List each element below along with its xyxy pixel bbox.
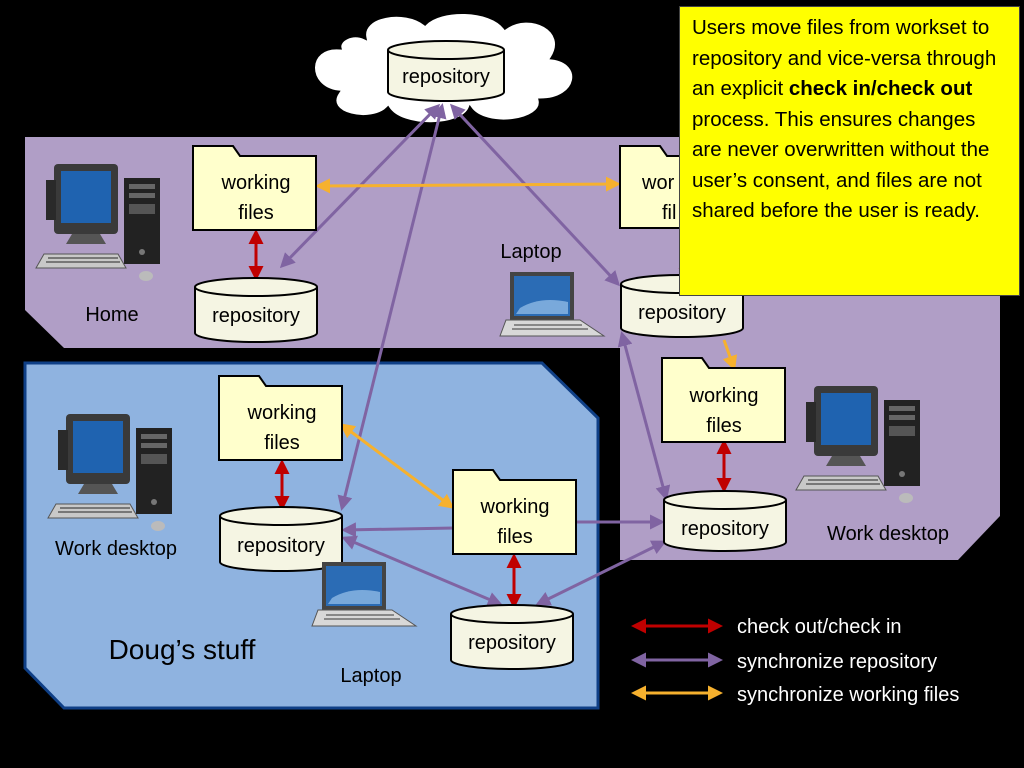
dougs-center-working-files-folder[interactable]: working files <box>452 469 577 555</box>
home-working-files-folder[interactable]: working files <box>192 145 317 231</box>
home-label: Home <box>85 304 138 326</box>
work-desktop-working-files-folder[interactable]: working files <box>661 357 786 443</box>
legend-label-sync-repo: synchronize repository <box>737 651 937 673</box>
work-desktop-repository[interactable]: repository <box>663 490 787 552</box>
dougs-desktop-computer-icon <box>47 413 173 532</box>
folder-label-line2: files <box>238 202 274 224</box>
purple-arrows <box>279 103 671 607</box>
legend-label-checkout: check out/check in <box>737 616 902 638</box>
legend-label-sync-files: synchronize working files <box>737 684 959 706</box>
dougs-stuff-title: Doug’s stuff <box>109 634 256 665</box>
callout-text-before: Users move files from workset to reposit… <box>692 16 997 100</box>
top-laptop-label: Laptop <box>500 241 561 263</box>
folder-label-line2: files <box>706 415 742 437</box>
legend: check out/check in synchronize repositor… <box>631 616 959 706</box>
dougs-desktop-working-files-folder[interactable]: working files <box>218 375 343 461</box>
folder-label-line1: wor <box>641 172 675 194</box>
dougs-desktop-repository[interactable]: repository <box>219 506 343 572</box>
folder-label-line2: files <box>497 526 533 548</box>
home-repository[interactable]: repository <box>194 277 318 343</box>
dougs-laptop-repository-label: repository <box>468 632 556 654</box>
callout-note: Users move files from workset to reposit… <box>679 6 1020 296</box>
home-repository-label: repository <box>212 305 300 327</box>
folder-label-line1: working <box>480 496 550 518</box>
dougs-desktop-repository-label: repository <box>237 535 325 557</box>
folder-label-line1: working <box>247 402 317 424</box>
folder-label-line2: fil <box>662 202 676 224</box>
folder-label-line1: working <box>221 172 291 194</box>
callout-text-after: process. This ensures changes are never … <box>692 107 990 223</box>
dougs-laptop-label: Laptop <box>340 665 401 687</box>
folder-label-line1: working <box>689 385 759 407</box>
work-desktop-repository-label: repository <box>681 518 769 540</box>
work-desktop-label: Work desktop <box>827 523 949 545</box>
folder-label-line2: files <box>264 432 300 454</box>
cloud-repository-label: repository <box>402 66 490 88</box>
cloud-repository[interactable]: repository <box>387 40 505 102</box>
dougs-desktop-label: Work desktop <box>55 538 177 560</box>
work-desktop-computer-icon <box>795 385 921 504</box>
dougs-laptop-repository[interactable]: repository <box>450 604 574 670</box>
top-laptop-repository-label: repository <box>638 302 726 324</box>
orange-arrows <box>315 176 738 509</box>
callout-text-bold: check in/check out <box>788 77 973 100</box>
home-computer-icon <box>35 163 161 282</box>
